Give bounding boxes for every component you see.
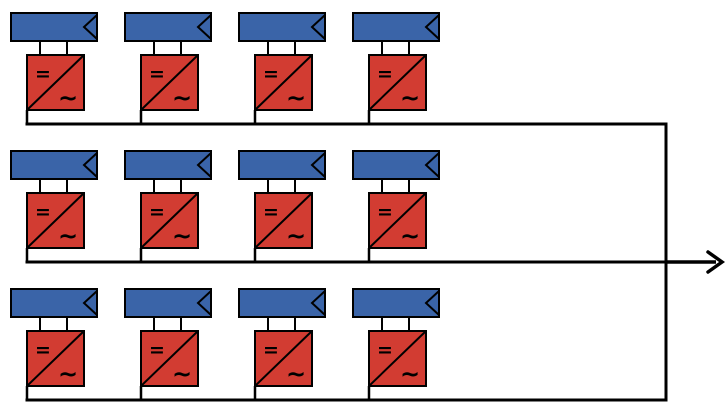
dc-symbol: = xyxy=(263,63,279,85)
pv-unit: =~ xyxy=(10,150,98,262)
inverter-diagonal xyxy=(140,54,199,111)
dc-ac-inverter-icon: =~ xyxy=(26,192,85,250)
dc-symbol: = xyxy=(35,339,51,361)
dc-ac-inverter-icon: =~ xyxy=(368,54,427,112)
inverter-diagonal xyxy=(254,330,313,387)
ac-symbol: ~ xyxy=(400,222,420,250)
solar-panel-icon xyxy=(352,12,440,42)
pv-row-2: =~=~=~=~ xyxy=(10,150,668,264)
ac-symbol: ~ xyxy=(58,360,78,388)
solar-panel-icon xyxy=(238,288,326,318)
panel-notch xyxy=(310,14,326,40)
pv-unit: =~ xyxy=(238,12,326,124)
dc-symbol: = xyxy=(377,63,393,85)
pv-unit: =~ xyxy=(124,12,212,124)
pv-unit: =~ xyxy=(352,288,440,400)
panel-notch xyxy=(310,290,326,316)
solar-panel-icon xyxy=(10,150,98,180)
panel-notch xyxy=(82,290,98,316)
ac-symbol: ~ xyxy=(58,222,78,250)
panel-notch xyxy=(424,14,440,40)
solar-panel-icon xyxy=(352,150,440,180)
pv-row-1: =~=~=~=~ xyxy=(10,12,668,126)
inverter-diagonal xyxy=(368,192,427,249)
pv-unit: =~ xyxy=(124,150,212,262)
dc-symbol: = xyxy=(377,201,393,223)
solar-panel-icon xyxy=(352,288,440,318)
dc-symbol: = xyxy=(149,63,165,85)
ac-symbol: ~ xyxy=(286,84,306,112)
dc-symbol: = xyxy=(149,339,165,361)
solar-panel-icon xyxy=(124,12,212,42)
panel-body xyxy=(238,12,326,42)
solar-panel-icon xyxy=(238,150,326,180)
dc-ac-inverter-icon: =~ xyxy=(26,330,85,388)
panel-notch xyxy=(82,14,98,40)
dc-ac-inverter-icon: =~ xyxy=(254,330,313,388)
panel-notch xyxy=(196,152,212,178)
ac-symbol: ~ xyxy=(58,84,78,112)
pv-unit: =~ xyxy=(238,150,326,262)
pv-unit: =~ xyxy=(352,150,440,262)
panel-notch xyxy=(196,290,212,316)
dc-symbol: = xyxy=(149,201,165,223)
panel-notch xyxy=(196,14,212,40)
dc-ac-inverter-icon: =~ xyxy=(368,192,427,250)
pv-row-3: =~=~=~=~ xyxy=(10,288,668,402)
dc-ac-inverter-icon: =~ xyxy=(368,330,427,388)
dc-symbol: = xyxy=(377,339,393,361)
inverter-diagonal xyxy=(26,54,85,111)
solar-panel-icon xyxy=(124,288,212,318)
solar-panel-icon xyxy=(238,12,326,42)
ac-symbol: ~ xyxy=(286,360,306,388)
pv-unit: =~ xyxy=(124,288,212,400)
dc-ac-inverter-icon: =~ xyxy=(140,54,199,112)
dc-ac-inverter-icon: =~ xyxy=(140,192,199,250)
pv-unit: =~ xyxy=(238,288,326,400)
pv-unit: =~ xyxy=(10,288,98,400)
dc-ac-inverter-icon: =~ xyxy=(140,330,199,388)
panel-notch xyxy=(424,290,440,316)
panel-notch xyxy=(82,152,98,178)
solar-panel-icon xyxy=(10,288,98,318)
inverter-diagonal xyxy=(140,330,199,387)
dc-symbol: = xyxy=(35,201,51,223)
ac-symbol: ~ xyxy=(172,360,192,388)
panel-notch xyxy=(310,152,326,178)
dc-ac-inverter-icon: =~ xyxy=(254,192,313,250)
pv-rows: =~=~=~=~=~=~=~=~=~=~=~=~ xyxy=(10,12,668,402)
ac-symbol: ~ xyxy=(172,84,192,112)
inverter-diagonal xyxy=(368,54,427,111)
ac-symbol: ~ xyxy=(400,84,420,112)
dc-ac-inverter-icon: =~ xyxy=(26,54,85,112)
dc-symbol: = xyxy=(263,339,279,361)
pv-unit: =~ xyxy=(352,12,440,124)
inverter-diagonal xyxy=(26,192,85,249)
ac-symbol: ~ xyxy=(172,222,192,250)
inverter-diagonal xyxy=(26,330,85,387)
inverter-diagonal xyxy=(254,54,313,111)
dc-symbol: = xyxy=(35,63,51,85)
ac-symbol: ~ xyxy=(400,360,420,388)
inverter-diagonal xyxy=(368,330,427,387)
dc-ac-inverter-icon: =~ xyxy=(254,54,313,112)
inverter-diagonal xyxy=(254,192,313,249)
panel-notch xyxy=(424,152,440,178)
output-arrow-icon xyxy=(666,250,726,274)
pv-unit: =~ xyxy=(10,12,98,124)
output-arrowhead xyxy=(706,250,726,274)
solar-panel-icon xyxy=(124,150,212,180)
dc-symbol: = xyxy=(263,201,279,223)
inverter-diagonal xyxy=(140,192,199,249)
solar-panel-icon xyxy=(10,12,98,42)
ac-symbol: ~ xyxy=(286,222,306,250)
